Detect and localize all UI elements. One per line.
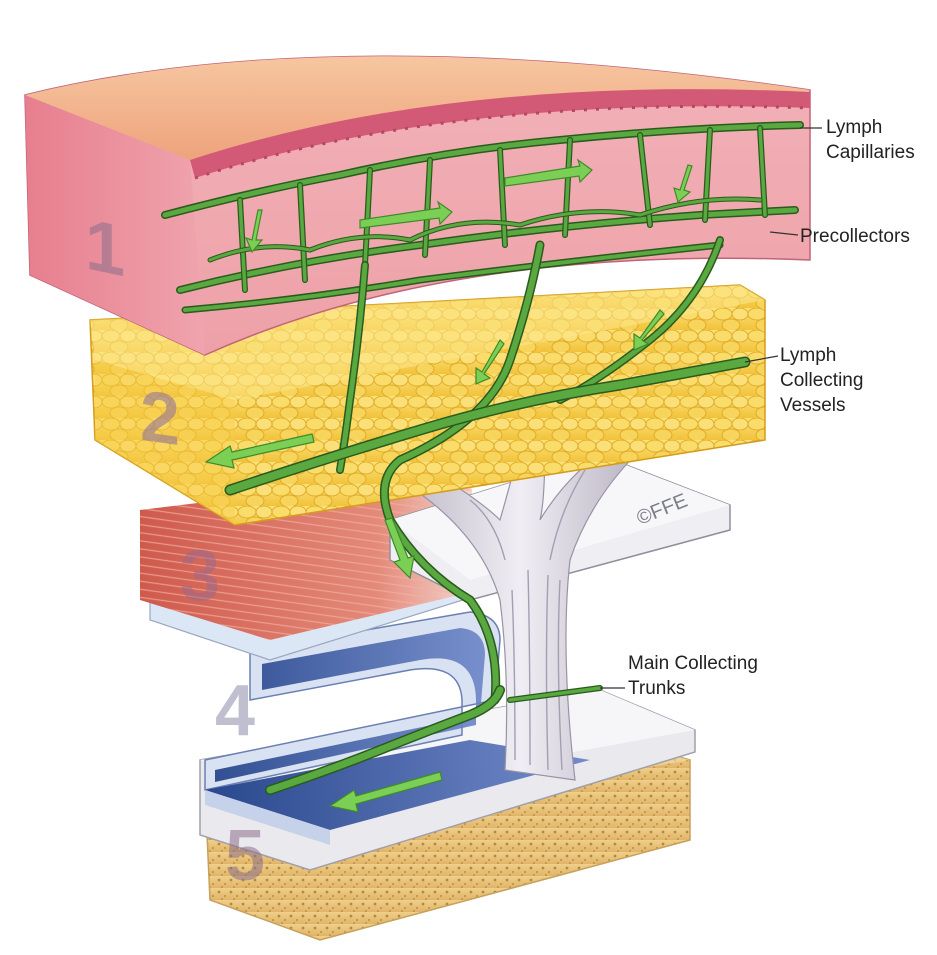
label-lymph-collecting-vessels: Lymph Collecting Vessels xyxy=(780,343,863,418)
lymph-capillary-network xyxy=(161,121,804,314)
flow-arrow xyxy=(504,158,593,187)
main-collecting-trunk xyxy=(398,439,642,781)
flow-arrow xyxy=(673,164,693,204)
label-line: Collecting xyxy=(780,370,864,391)
label-line: Main Collecting xyxy=(628,653,758,674)
flow-arrow xyxy=(633,309,665,351)
layer-number-3: 3 xyxy=(180,536,220,616)
layer-number-2: 2 xyxy=(140,376,180,461)
lymph-collecting-vessels xyxy=(224,236,751,795)
layer-numbers: 1 2 3 4 5 xyxy=(85,204,265,896)
layer-number-1: 1 xyxy=(85,204,125,293)
flow-arrow xyxy=(384,517,415,580)
label-lymph-capillaries: Lymph Capillaries xyxy=(826,115,915,165)
label-precollectors: Precollectors xyxy=(800,224,910,249)
label-line: Lymph xyxy=(780,345,837,366)
layer-number-5: 5 xyxy=(225,816,265,896)
leader-collecting-vessels xyxy=(744,355,779,363)
label-main-collecting-trunks: Main Collecting Trunks xyxy=(628,651,758,701)
fat-layer xyxy=(89,284,766,526)
flow-arrow xyxy=(244,209,264,254)
leader-lines xyxy=(600,127,822,689)
label-line: Precollectors xyxy=(800,226,910,247)
layer-number-4: 4 xyxy=(215,671,255,751)
flow-arrow xyxy=(328,771,443,813)
flow-arrow xyxy=(204,433,315,469)
flow-arrow xyxy=(359,200,453,229)
leader-precollectors xyxy=(769,231,799,236)
label-line: Trunks xyxy=(628,678,686,699)
flow-arrow xyxy=(475,339,505,385)
label-line: Capillaries xyxy=(826,142,915,163)
label-line: Vessels xyxy=(780,395,846,416)
flow-arrows xyxy=(204,158,693,813)
label-line: Lymph xyxy=(826,117,883,138)
